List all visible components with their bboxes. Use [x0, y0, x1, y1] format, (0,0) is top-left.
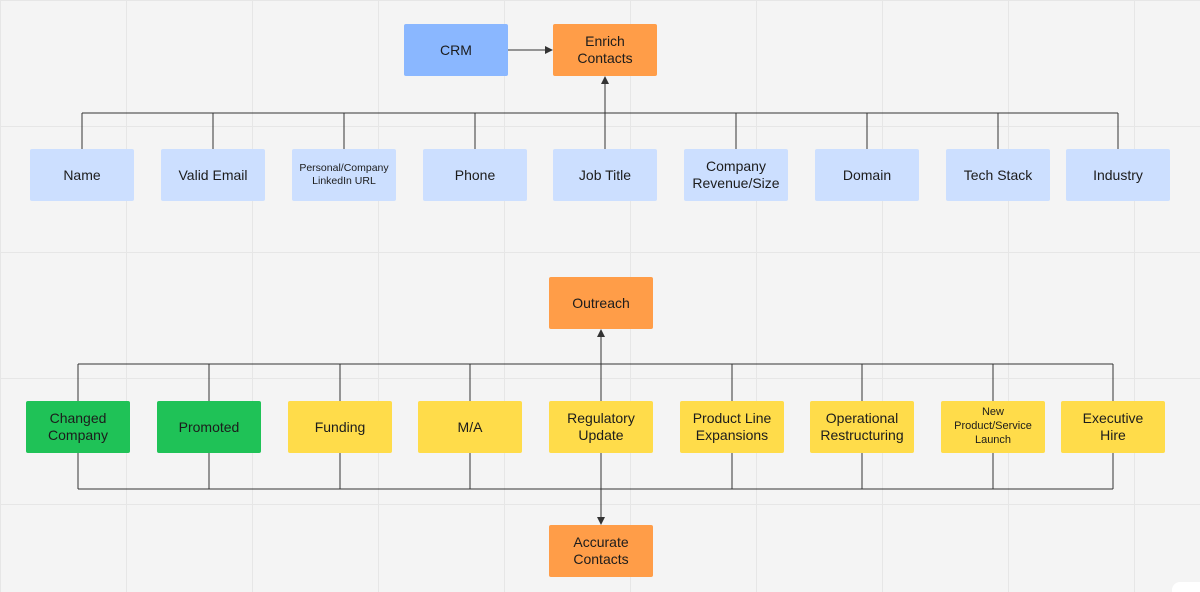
- trigger-executive-hire-node[interactable]: Executive Hire: [1061, 401, 1165, 453]
- field-company-revenue-node[interactable]: Company Revenue/Size: [684, 149, 788, 201]
- field-linkedin-url-node[interactable]: Personal/Company LinkedIn URL: [292, 149, 396, 201]
- crm-node[interactable]: CRM: [404, 24, 508, 76]
- field-industry-node[interactable]: Industry: [1066, 149, 1170, 201]
- trigger-operational-restructuring-node[interactable]: Operational Restructuring: [810, 401, 914, 453]
- outreach-node[interactable]: Outreach: [549, 277, 653, 329]
- corner-badge: [1172, 582, 1200, 592]
- trigger-regulatory-update-node[interactable]: Regulatory Update: [549, 401, 653, 453]
- enrich-contacts-node[interactable]: Enrich Contacts: [553, 24, 657, 76]
- trigger-product-line-node[interactable]: Product Line Expansions: [680, 401, 784, 453]
- trigger-ma-node[interactable]: M/A: [418, 401, 522, 453]
- field-valid-email-node[interactable]: Valid Email: [161, 149, 265, 201]
- accurate-contacts-node[interactable]: Accurate Contacts: [549, 525, 653, 577]
- trigger-changed-company-node[interactable]: Changed Company: [26, 401, 130, 453]
- field-domain-node[interactable]: Domain: [815, 149, 919, 201]
- field-tech-stack-node[interactable]: Tech Stack: [946, 149, 1050, 201]
- field-name-node[interactable]: Name: [30, 149, 134, 201]
- connector-lines: [77, 46, 1119, 525]
- field-job-title-node[interactable]: Job Title: [553, 149, 657, 201]
- trigger-promoted-node[interactable]: Promoted: [157, 401, 261, 453]
- trigger-funding-node[interactable]: Funding: [288, 401, 392, 453]
- field-phone-node[interactable]: Phone: [423, 149, 527, 201]
- trigger-new-product-launch-node[interactable]: New Product/Service Launch: [941, 401, 1045, 453]
